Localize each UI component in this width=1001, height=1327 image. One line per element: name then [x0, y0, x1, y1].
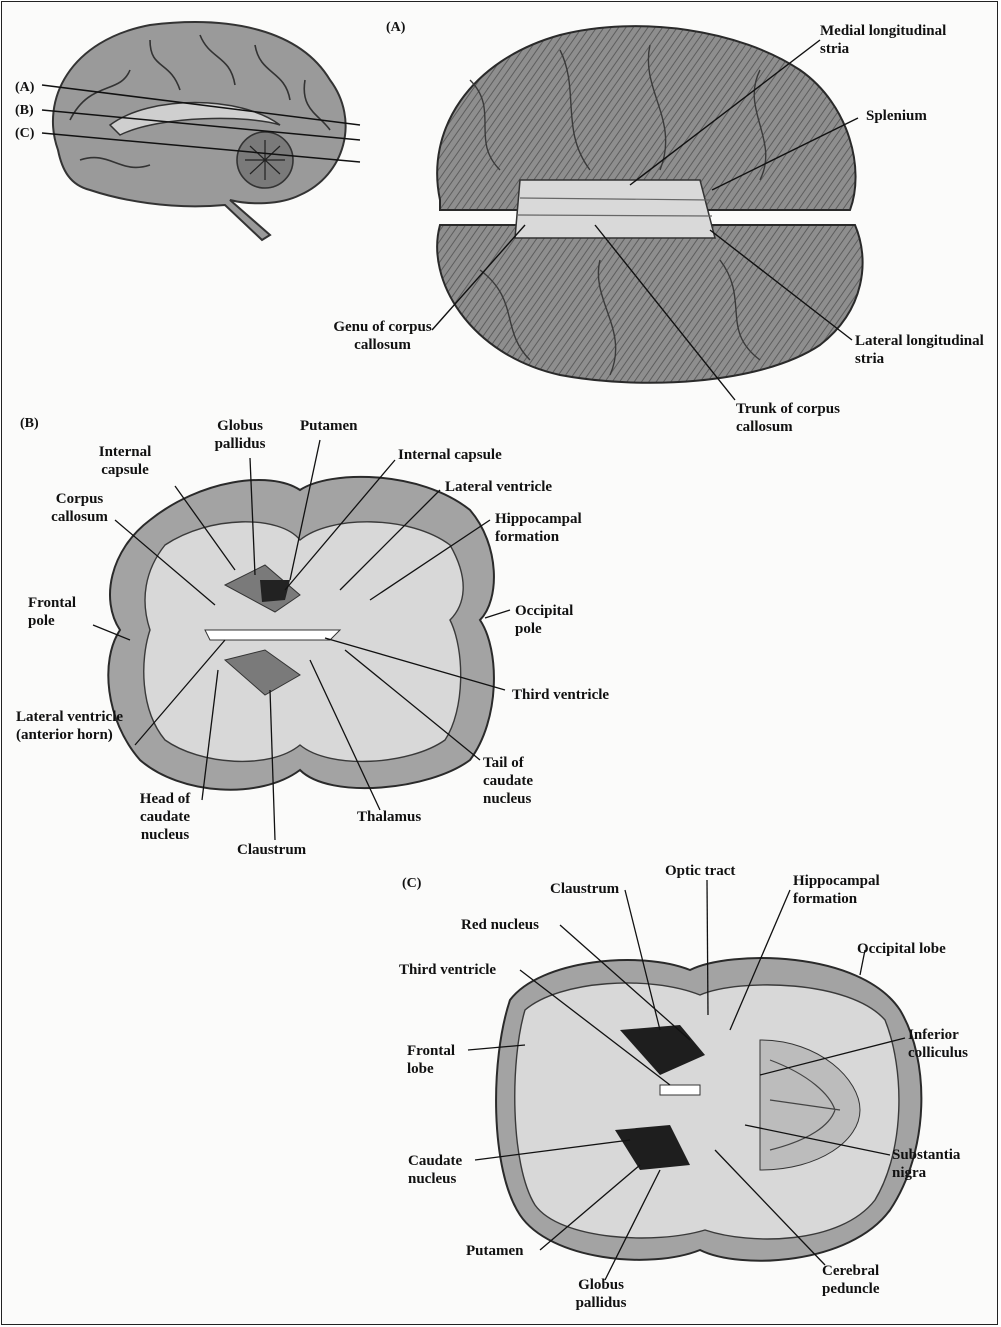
panel-b-tag: (B)	[20, 416, 39, 432]
panel-c-horizontal-section	[496, 958, 921, 1261]
sagittal-brain-thumbnail	[42, 22, 360, 240]
panel-a-brain-dorsal-view	[432, 26, 863, 400]
label-b-third-ventricle: Third ventricle	[512, 686, 609, 704]
label-b-hippocampal-formation: Hippocampal formation	[495, 510, 610, 546]
panel-a-tag: (A)	[386, 20, 405, 36]
label-medial-longitudinal-stria: Medial longitudinal stria	[820, 22, 970, 58]
sagittal-marker-c: (C)	[15, 125, 34, 143]
label-trunk-corpus-callosum: Trunk of corpus callosum	[736, 400, 866, 436]
label-b-tail-caudate-nucleus: Tail of caudate nucleus	[483, 754, 553, 808]
label-c-frontal-lobe: Frontal lobe	[407, 1042, 467, 1078]
label-c-putamen: Putamen	[466, 1242, 524, 1260]
label-genu-corpus-callosum: Genu of corpus callosum	[330, 318, 435, 354]
label-b-frontal-pole: Frontal pole	[28, 594, 90, 630]
label-c-third-ventricle: Third ventricle	[399, 961, 496, 979]
label-b-lateral-ventricle: Lateral ventricle	[445, 478, 552, 496]
label-lateral-longitudinal-stria: Lateral longitudinal stria	[855, 332, 995, 368]
panel-c-tag: (C)	[402, 876, 421, 892]
label-b-claustrum: Claustrum	[237, 841, 306, 859]
label-b-occipital-pole: Occipital pole	[515, 602, 587, 638]
sagittal-marker-a: (A)	[15, 79, 34, 97]
sagittal-marker-b: (B)	[15, 102, 34, 120]
label-b-lateral-ventricle-anterior-horn: Lateral ventricle (anterior horn)	[16, 708, 136, 744]
label-c-inferior-colliculus: Inferior colliculus	[908, 1026, 988, 1062]
label-b-putamen: Putamen	[300, 417, 358, 435]
label-c-globus-pallidus: Globus pallidus	[566, 1276, 636, 1312]
label-b-internal-capsule-right: Internal capsule	[398, 446, 502, 464]
label-b-head-caudate-nucleus: Head of caudate nucleus	[130, 790, 200, 844]
label-c-caudate-nucleus: Caudate nucleus	[408, 1152, 478, 1188]
label-c-substantia-nigra: Substantia nigra	[892, 1146, 977, 1182]
label-c-cerebral-peduncle: Cerebral peduncle	[822, 1262, 902, 1298]
label-c-optic-tract: Optic tract	[665, 862, 735, 880]
label-splenium: Splenium	[866, 107, 927, 125]
label-b-corpus-callosum: Corpus callosum	[42, 490, 117, 526]
label-b-internal-capsule-left: Internal capsule	[90, 443, 160, 479]
label-b-thalamus: Thalamus	[357, 808, 421, 826]
label-c-hippocampal-formation: Hippocampal formation	[793, 872, 908, 908]
label-b-globus-pallidus: Globus pallidus	[205, 417, 275, 453]
panel-b-horizontal-section	[108, 477, 494, 790]
label-c-occipital-lobe: Occipital lobe	[857, 940, 946, 958]
label-c-claustrum: Claustrum	[550, 880, 619, 898]
label-c-red-nucleus: Red nucleus	[461, 916, 539, 934]
